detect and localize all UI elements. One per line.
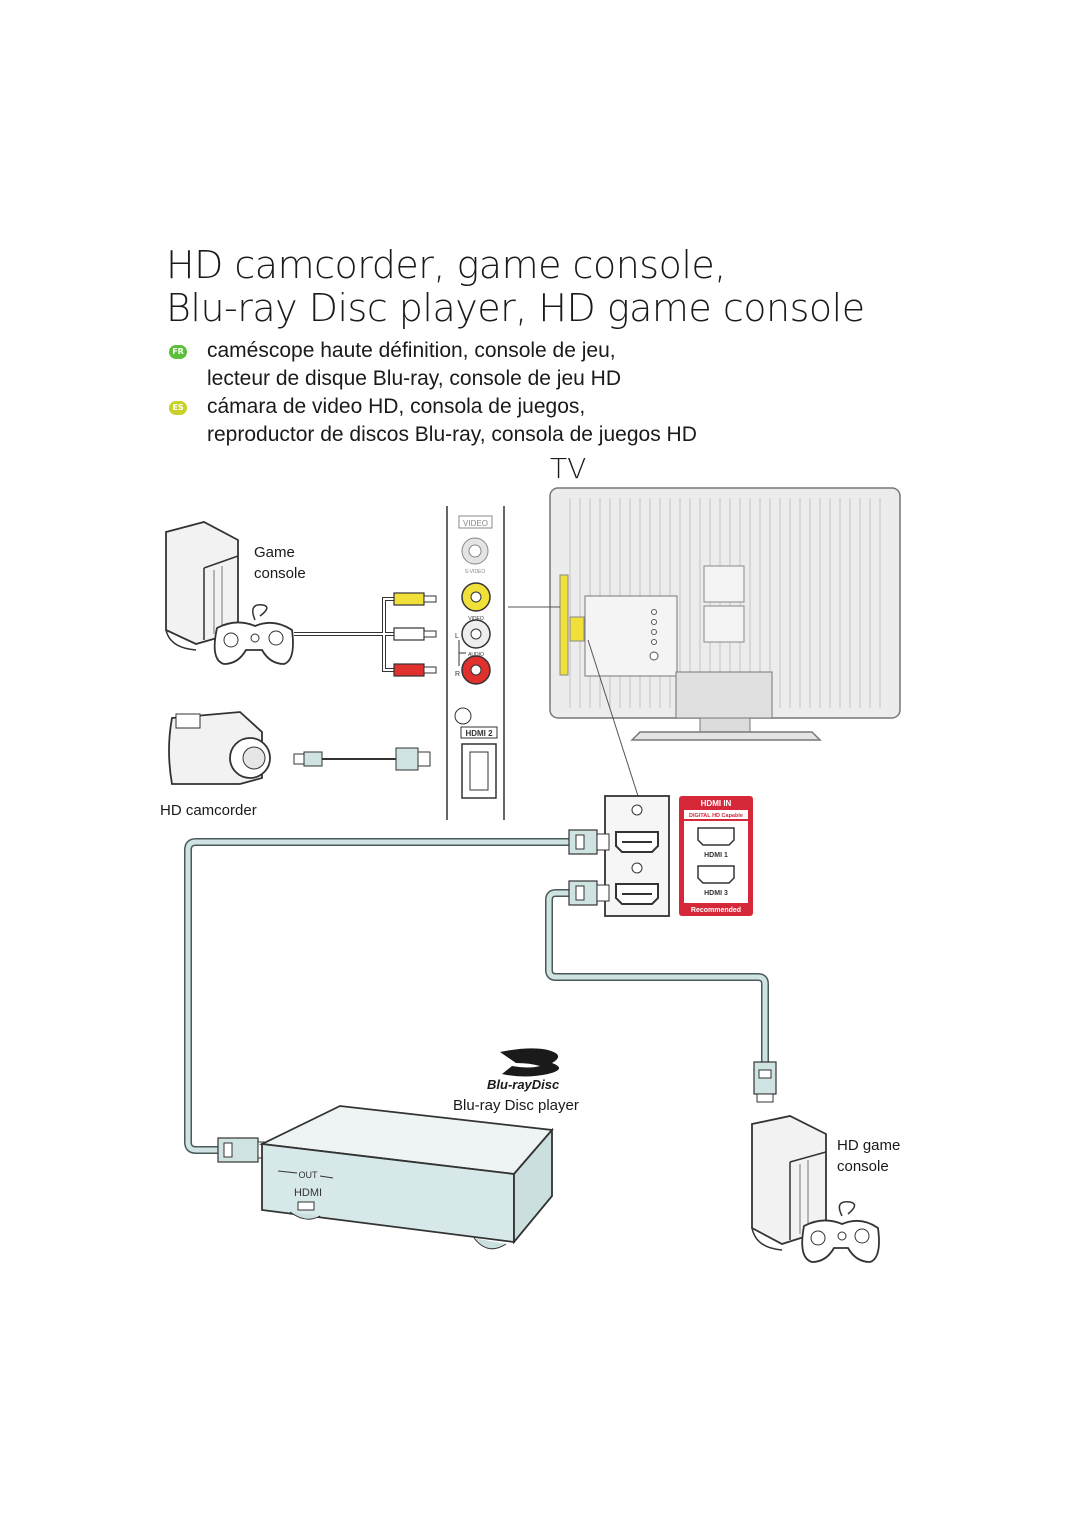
- bluray-hdmi-label: HDMI: [294, 1187, 322, 1199]
- hd-game-console-illustration: [751, 1115, 880, 1263]
- camcorder-hdmi-cable: [293, 747, 431, 771]
- av-cable: [294, 592, 437, 677]
- bluray-player-illustration: OUT HDMI: [258, 1105, 554, 1250]
- camcorder-illustration: [168, 711, 271, 785]
- panel-svideo-label: S-VIDEO: [465, 569, 486, 575]
- game-console-illustration: [165, 521, 294, 665]
- hd-game-console-label-1: HD game: [837, 1137, 901, 1154]
- tv-side-panel: VIDEO S-VIDEO VIDEO AUDIO L R HDMI 2: [446, 506, 505, 820]
- title-line-2: Blu-ray Disc player, HD game console: [166, 286, 865, 330]
- hd-camcorder-label: HD camcorder: [160, 802, 257, 819]
- title-line-1: HD camcorder, game console,: [166, 243, 726, 287]
- bluray-logo-text: Blu-rayDisc: [487, 1077, 560, 1092]
- bluray-hdmi-port: [297, 1201, 315, 1211]
- tv-hdmi-plate: [604, 795, 670, 917]
- panel-audio-label: AUDIO: [468, 652, 484, 658]
- es-badge: ES: [169, 401, 187, 415]
- bluray-logo: Blu-rayDisc: [487, 1048, 560, 1092]
- tv-label: TV: [550, 452, 587, 485]
- hd-game-console-label-2: console: [837, 1158, 889, 1175]
- panel-video-label: VIDEO: [468, 616, 484, 622]
- hdmi-card-recommended: Recommended: [691, 907, 741, 914]
- hdmi-in-card: HDMI IN DIGITAL HD Capable HDMI 1 HDMI 3…: [679, 796, 753, 916]
- panel-hdmi2-label: HDMI 2: [465, 729, 493, 738]
- bluray-player-label: Blu-ray Disc player: [453, 1097, 579, 1114]
- game-console-label-1: Game: [254, 544, 295, 561]
- bluray-out-label: OUT: [299, 1170, 319, 1180]
- panel-r-label: R: [455, 671, 460, 678]
- hd-game-console-hdmi-cable: [545, 880, 777, 1103]
- hdmi-card-port3: HDMI 3: [704, 890, 728, 897]
- es-line-2: reproductor de discos Blu-ray, consola d…: [207, 423, 697, 446]
- game-console-label-2: console: [254, 565, 306, 582]
- panel-video-header: VIDEO: [463, 519, 488, 528]
- hdmi-card-header: HDMI IN: [701, 799, 732, 808]
- tv-back-illustration: [508, 487, 901, 797]
- panel-l-label: L: [455, 633, 459, 640]
- fr-line-2: lecteur de disque Blu-ray, console de je…: [207, 367, 622, 390]
- fr-badge: FR: [169, 345, 187, 359]
- hdmi-card-capable: DIGITAL HD Capable: [689, 813, 743, 819]
- es-line-1: cámara de video HD, consola de juegos,: [207, 395, 586, 418]
- hdmi-card-port1: HDMI 1: [704, 852, 728, 859]
- fr-line-1: caméscope haute définition, console de j…: [207, 339, 616, 362]
